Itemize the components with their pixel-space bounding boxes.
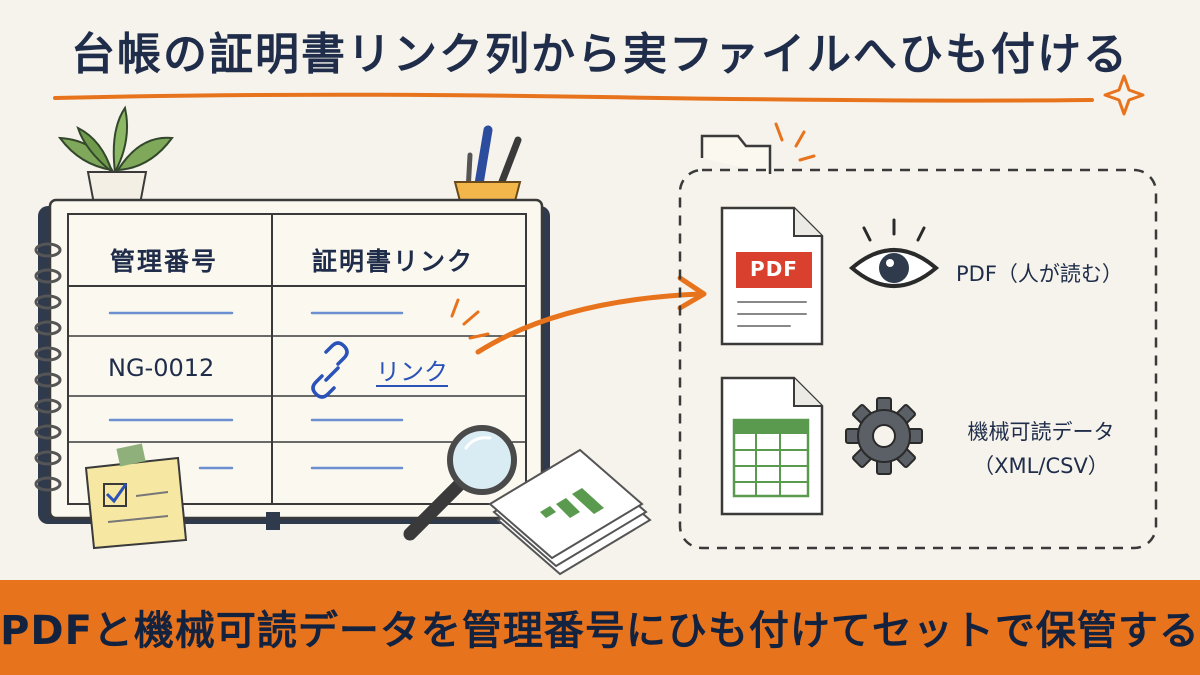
data-caption-line1: 機械可読データ (967, 420, 1115, 444)
pdf-caption: PDF（人が読む） (956, 262, 1123, 286)
data-caption-line2: （XML/CSV） (973, 454, 1109, 478)
summary-banner-text: PDFと機械可読データを管理番号にひも付けてセットで保管する (0, 608, 1200, 654)
emphasis-marks (450, 298, 490, 340)
potted-plant-icon (57, 105, 174, 205)
ledger-header-id: 管理番号 (110, 247, 219, 276)
ledger-notebook (34, 198, 550, 530)
summary-banner (0, 580, 1200, 675)
pdf-badge-label: PDF (750, 257, 798, 281)
eye-icon (848, 218, 940, 288)
report-papers-icon (488, 448, 652, 576)
file-folder-container (678, 122, 1158, 550)
folder-sparkle (774, 122, 816, 162)
link-arrow (475, 275, 707, 355)
chain-link-icon (311, 341, 349, 399)
ledger-row-link[interactable]: リンク (376, 358, 448, 386)
magnifier-icon (403, 425, 517, 541)
ledger-row-id: NG-0012 (108, 354, 215, 382)
title-underline (53, 92, 1094, 103)
ledger-header-link: 証明書リンク (312, 247, 475, 276)
sparkle-icon (1103, 74, 1145, 116)
spreadsheet-document-icon (720, 376, 824, 516)
sticky-note-icon (84, 443, 188, 550)
page-title: 台帳の証明書リンク列から実ファイルへひも付ける (71, 29, 1129, 80)
pen-cup-icon (453, 125, 522, 206)
gear-icon (845, 397, 923, 475)
pdf-document-icon (720, 206, 824, 346)
